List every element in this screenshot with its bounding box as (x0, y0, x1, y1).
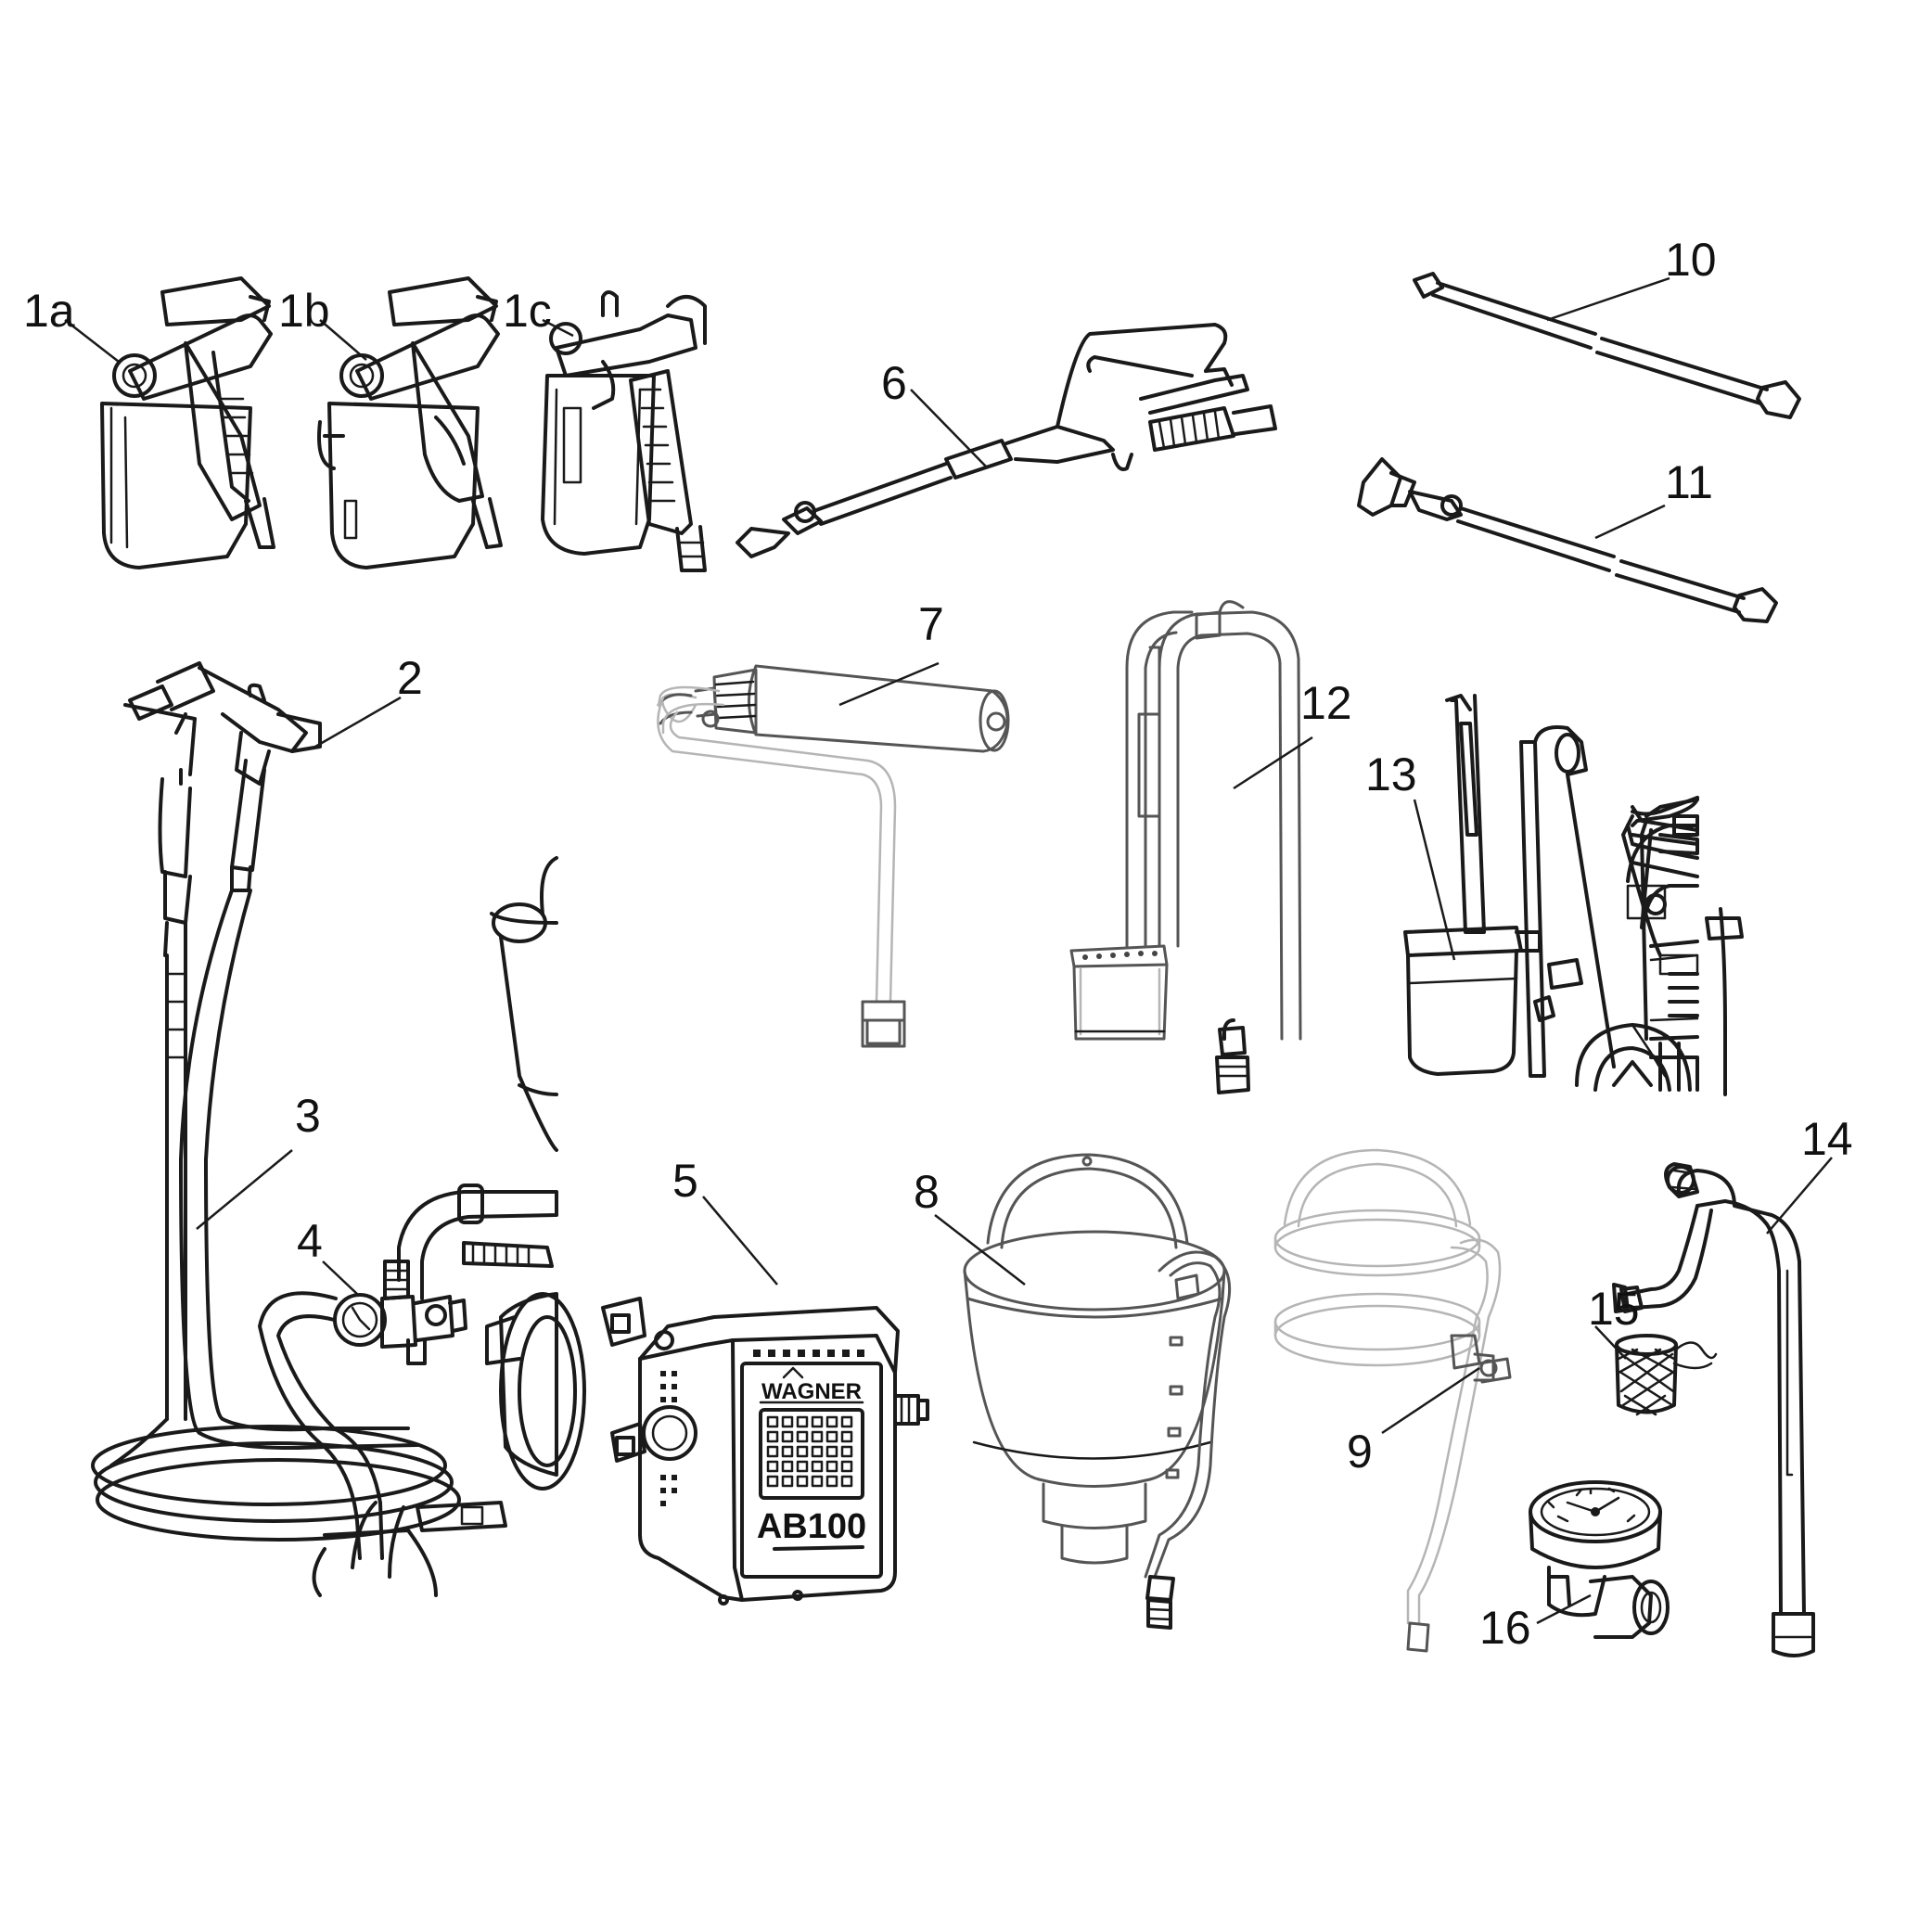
unit-housing-13 (1631, 796, 1699, 1092)
label-8: 8 (914, 1166, 940, 1218)
spray-gun-1c (541, 290, 707, 572)
label-2: 2 (397, 652, 423, 704)
label-5: 5 (672, 1155, 698, 1207)
air-hose-3 (91, 768, 461, 1542)
filter-15 (1615, 1334, 1718, 1416)
brand-logo: WAGNER (761, 1379, 862, 1404)
spray-gun-1a (100, 276, 275, 569)
turbine-unit-frame (312, 1184, 586, 1597)
label-1a: 1a (23, 285, 75, 337)
suction-tube-12 (1069, 600, 1302, 1094)
spray-gun-1b (317, 276, 503, 569)
label-6: 6 (881, 357, 907, 409)
pressure-gauge-16 (1529, 1480, 1670, 1639)
material-cup-behind (490, 856, 558, 1152)
paint-roller-7 (657, 664, 1010, 1048)
hvlp-gun-2 (123, 661, 322, 872)
bucket-holder-13 (1403, 694, 1744, 1096)
label-16: 16 (1479, 1602, 1531, 1654)
label-4: 4 (297, 1215, 323, 1267)
turbine-unit-5: WAGNER AB100 (601, 1297, 929, 1606)
label-3: 3 (295, 1090, 321, 1142)
callout-labels: 1a 1b 1c 2 3 4 5 6 7 8 9 10 11 12 13 14 … (23, 234, 1853, 1654)
label-1b: 1b (278, 285, 330, 337)
model-name: AB100 (757, 1507, 866, 1546)
material-container-9 (1273, 1148, 1512, 1653)
label-1c: 1c (503, 285, 552, 337)
label-15: 15 (1588, 1283, 1640, 1335)
label-12: 12 (1300, 677, 1352, 729)
label-13: 13 (1365, 748, 1417, 800)
gun-extension-6 (736, 323, 1277, 558)
extension-rod-11 (1357, 457, 1778, 623)
pressure-regulator-4 (258, 1260, 467, 1560)
label-7: 7 (918, 598, 944, 650)
label-9: 9 (1347, 1426, 1373, 1478)
extension-rod-10 (1413, 272, 1801, 419)
material-container-8 (963, 1153, 1232, 1630)
label-11: 11 (1665, 456, 1713, 508)
leader-lines (64, 276, 1833, 1625)
suction-pipe-14 (1612, 1162, 1815, 1657)
label-10: 10 (1665, 234, 1717, 286)
label-14: 14 (1801, 1113, 1853, 1165)
